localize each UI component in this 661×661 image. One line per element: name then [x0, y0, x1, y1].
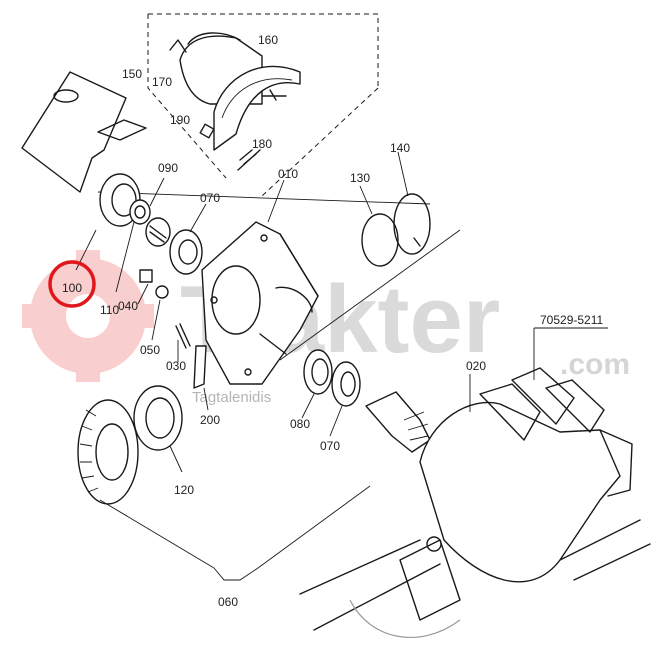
label-ref-code[interactable]: 70529-5211 — [540, 313, 603, 327]
watermark-tagline: Tagtalenidis — [192, 389, 271, 406]
label-140[interactable]: 140 — [390, 141, 410, 155]
nut-110-shape — [129, 199, 151, 225]
label-130[interactable]: 130 — [350, 171, 370, 185]
label-200[interactable]: 200 — [200, 413, 220, 427]
o-ring-130 — [361, 213, 399, 267]
pinion-shaft-shape — [365, 391, 431, 453]
label-050[interactable]: 050 — [140, 343, 160, 357]
axle-housing-020 — [299, 367, 651, 639]
highlight-ring-100 — [48, 260, 96, 308]
label-150[interactable]: 150 — [122, 67, 142, 81]
label-100[interactable]: 100 — [62, 281, 82, 295]
inset-box-150 — [147, 13, 379, 197]
label-080[interactable]: 080 — [290, 417, 310, 431]
bearing-070-lower-shape — [331, 361, 361, 407]
label-020[interactable]: 020 — [466, 359, 486, 373]
watermark-suffix: .com — [560, 348, 630, 381]
label-010[interactable]: 010 — [278, 167, 298, 181]
label-180[interactable]: 180 — [252, 137, 272, 151]
seal-080-shape — [303, 349, 333, 395]
label-060[interactable]: 060 — [218, 595, 238, 609]
label-090[interactable]: 090 — [158, 161, 178, 175]
shaft-centerline — [97, 191, 431, 205]
label-030[interactable]: 030 — [166, 359, 186, 373]
label-160[interactable]: 160 — [258, 33, 278, 47]
bearing-120-shape — [133, 385, 183, 451]
label-120[interactable]: 120 — [174, 483, 194, 497]
pinion-axis — [279, 229, 461, 361]
collar-090-shape — [145, 217, 171, 247]
bevel-gear-060 — [77, 399, 139, 505]
leader-lines — [75, 151, 608, 581]
gear-housing-010 — [201, 221, 319, 385]
label-170[interactable]: 170 — [152, 75, 172, 89]
small-fittings — [139, 269, 207, 389]
label-190[interactable]: 190 — [170, 113, 190, 127]
guard-assembly — [169, 32, 301, 171]
label-110[interactable]: 110 — [100, 303, 119, 317]
cover-plate — [21, 71, 147, 193]
label-070-upper[interactable]: 070 — [200, 191, 220, 205]
label-040[interactable]: 040 — [118, 299, 138, 313]
label-070-lower[interactable]: 070 — [320, 439, 340, 453]
part-label-group: 160 150 170 190 180 140 090 010 130 070 … — [62, 33, 603, 609]
bearing-070-upper-shape — [169, 229, 203, 275]
